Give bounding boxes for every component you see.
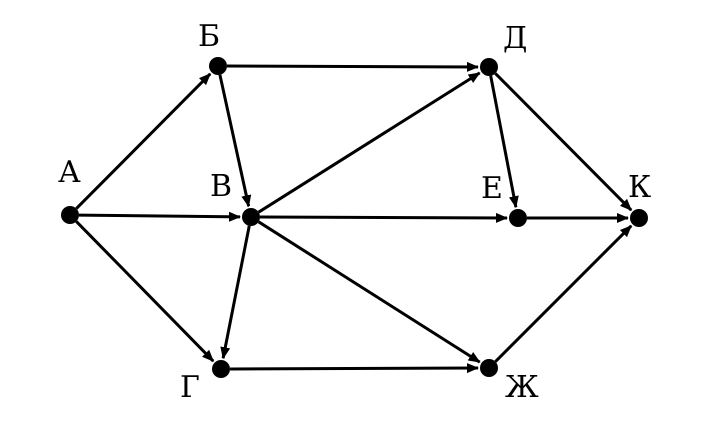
- node-b: [209, 57, 227, 75]
- edge-a-to-b: [75, 72, 212, 210]
- edge-d-to-e: [489, 75, 519, 209]
- node-label-b: Б: [198, 19, 220, 54]
- node-zh: [480, 359, 498, 377]
- edge-g-to-zh: [229, 363, 480, 374]
- node-v: [242, 208, 260, 226]
- node-label-v: В: [210, 169, 232, 204]
- nodes-group: [61, 57, 648, 378]
- node-e: [509, 209, 527, 227]
- node-g: [212, 360, 230, 378]
- edge-v-to-zh: [257, 220, 481, 364]
- node-label-d: Д: [503, 21, 527, 56]
- node-label-k: К: [628, 170, 651, 205]
- edge-b-to-d: [226, 61, 480, 72]
- edge-a-to-g: [75, 220, 215, 363]
- node-d: [480, 58, 498, 76]
- node-label-zh: Ж: [505, 370, 539, 405]
- edge-b-to-v: [218, 74, 252, 208]
- edge-zh-to-k: [494, 224, 633, 363]
- node-label-e: Е: [481, 171, 503, 206]
- edge-v-to-e: [259, 212, 509, 223]
- node-label-g: Г: [180, 370, 200, 405]
- node-label-a: А: [58, 155, 81, 190]
- edge-a-to-v: [78, 211, 242, 222]
- edge-v-to-g: [220, 225, 251, 360]
- edges-group: [75, 61, 633, 374]
- edge-v-to-d: [257, 71, 481, 214]
- node-a: [61, 206, 79, 224]
- node-k: [630, 209, 648, 227]
- edge-d-to-k: [494, 72, 633, 212]
